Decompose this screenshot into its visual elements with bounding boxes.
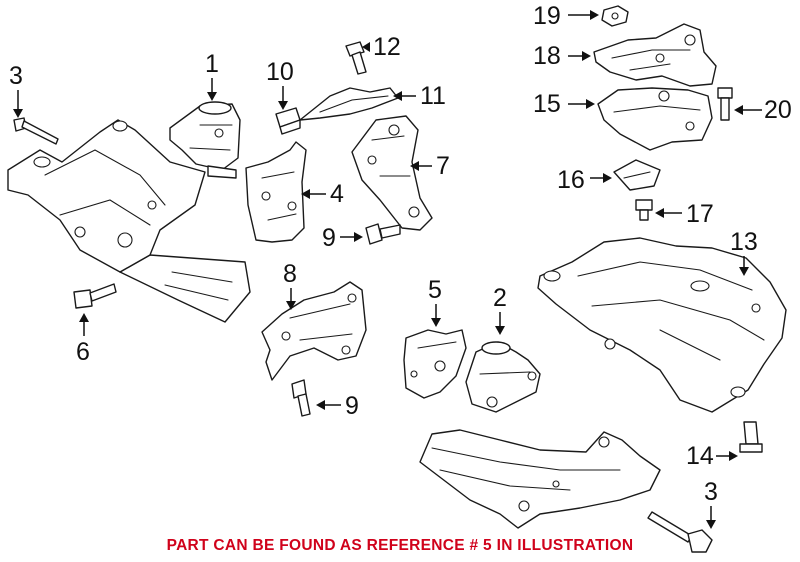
callout-1: 1 — [205, 50, 219, 101]
callout-label: 4 — [330, 180, 344, 208]
callout-label: 3 — [9, 62, 23, 90]
callout-label: 20 — [764, 96, 792, 124]
callout-label: 10 — [266, 58, 294, 86]
nut-part-19 — [601, 5, 629, 27]
callout-label: 2 — [493, 284, 507, 312]
callout-12: 12 — [362, 33, 401, 61]
callout-19: 19 — [533, 2, 599, 30]
bottom-frame-rail — [419, 429, 661, 529]
bracket-part-11 — [299, 87, 399, 121]
front-subframe — [7, 119, 251, 323]
callout-8: 8 — [283, 260, 297, 310]
callout-20: 20 — [734, 96, 792, 124]
callout-label: 5 — [428, 276, 442, 304]
callout-label: 7 — [436, 152, 450, 180]
mount-part-18 — [593, 23, 717, 87]
callout-label: 3 — [704, 478, 718, 506]
callout-9-lower: 9 — [316, 392, 359, 420]
engine-mount-part-2 — [465, 341, 541, 413]
bolt-part-14 — [739, 421, 763, 453]
callout-3-left: 3 — [9, 62, 23, 118]
bracket-part-4 — [245, 141, 307, 243]
pad-part-16 — [613, 159, 661, 191]
callout-9-upper: 9 — [322, 224, 363, 252]
callout-18: 18 — [533, 42, 591, 70]
mount-part-15 — [597, 87, 713, 151]
callout-label: 9 — [345, 392, 359, 420]
callout-17: 17 — [655, 200, 714, 228]
callout-label: 16 — [557, 166, 585, 194]
callout-label: 6 — [76, 338, 90, 366]
bolt-part-12 — [345, 41, 367, 75]
bracket-part-7 — [351, 115, 433, 231]
callout-label: 18 — [533, 42, 561, 70]
callout-16: 16 — [557, 166, 612, 194]
callout-label: 1 — [205, 50, 219, 78]
callout-2: 2 — [493, 284, 507, 335]
callout-label: 19 — [533, 2, 561, 30]
engine-mount-part-1 — [169, 101, 241, 179]
bracket-part-8 — [261, 281, 367, 381]
bolt-part-6 — [73, 283, 117, 309]
bolt-part-3-bottom — [647, 511, 713, 553]
callout-label: 15 — [533, 90, 561, 118]
bracket-part-5 — [403, 329, 467, 399]
callout-label: 13 — [730, 228, 758, 256]
callout-label: 9 — [322, 224, 336, 252]
callout-label: 14 — [686, 442, 714, 470]
bolt-part-9-upper — [365, 223, 401, 245]
callout-6: 6 — [76, 313, 90, 366]
bolt-part-9-lower — [291, 379, 311, 417]
callout-10: 10 — [266, 58, 294, 110]
bolt-part-3-left — [13, 117, 59, 145]
callout-7: 7 — [410, 152, 450, 180]
cap-part-10 — [275, 107, 301, 135]
bolt-part-20 — [717, 87, 733, 121]
callout-label: 11 — [420, 82, 446, 110]
callout-11: 11 — [393, 82, 446, 110]
callout-3-bottom: 3 — [704, 478, 718, 529]
callout-13: 13 — [730, 228, 758, 276]
callout-label: 12 — [373, 33, 401, 61]
callout-label: 8 — [283, 260, 297, 288]
callout-label: 17 — [686, 200, 714, 228]
callout-4: 4 — [301, 180, 344, 208]
callout-14: 14 — [686, 442, 738, 470]
rear-subframe-part-13 — [537, 237, 787, 413]
callout-5: 5 — [428, 276, 442, 327]
bolt-part-17 — [635, 199, 653, 221]
callout-15: 15 — [533, 90, 595, 118]
reference-note: PART CAN BE FOUND AS REFERENCE # 5 IN IL… — [166, 537, 634, 554]
